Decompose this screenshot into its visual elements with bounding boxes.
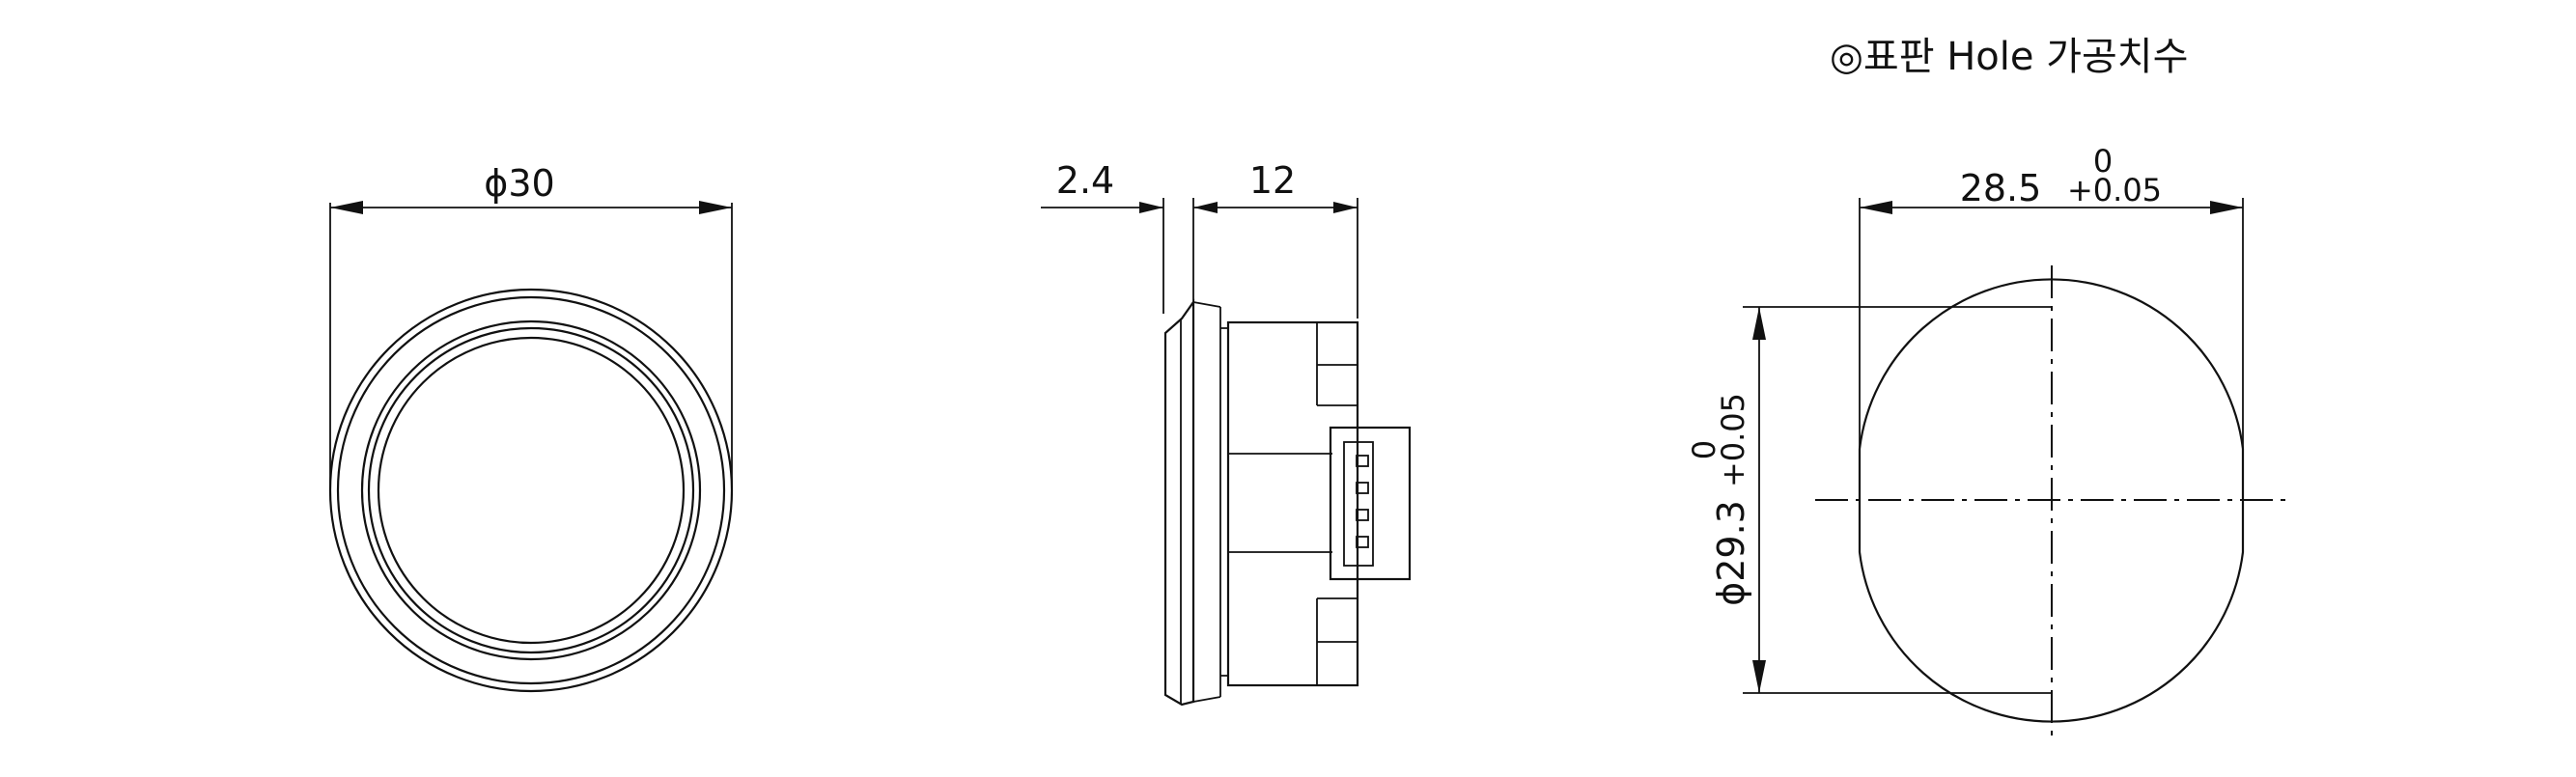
bezel-profile <box>1163 298 1195 707</box>
hole-view: 28.5 0 +0.05 ϕ29.3 0 +0.05 <box>1686 143 2286 743</box>
body-arrow-right <box>1333 202 1358 213</box>
connector-pin-3 <box>1356 509 1369 521</box>
connector-housing <box>1329 426 1412 581</box>
connector-pin-2 <box>1356 482 1369 494</box>
diameter-tolerance-upper: 0 <box>1686 440 1722 459</box>
width-tolerance-lower: +0.05 <box>2067 172 2162 208</box>
flange-arrow-left <box>1139 202 1163 213</box>
bezel-outer-circle <box>328 288 734 693</box>
front-arrow-left <box>330 201 363 214</box>
bezel-outer-inner-circle <box>336 295 726 685</box>
connector-pin-1 <box>1356 455 1369 467</box>
body-length-label: 12 <box>1249 159 1296 202</box>
width-tolerance-upper: 0 <box>2093 143 2113 180</box>
bezel-ring-outer-circle <box>360 319 702 661</box>
connector-inner <box>1343 441 1374 567</box>
width-arrow-right <box>2210 201 2243 214</box>
diameter-label-group: ϕ29.3 0 +0.05 <box>1686 393 1752 606</box>
diameter-value-label: ϕ29.3 <box>1710 500 1752 606</box>
width-arrow-left <box>1860 201 1892 214</box>
hole-cutout-outline <box>1858 278 2245 723</box>
flange-bottom-edge <box>1192 696 1221 703</box>
flange-thickness-label: 2.4 <box>1056 159 1114 202</box>
width-value-label: 28.5 <box>1960 167 2042 209</box>
front-view: ϕ30 <box>328 162 734 693</box>
flange-top-edge <box>1192 301 1221 308</box>
front-diameter-label: ϕ30 <box>484 162 554 205</box>
button-face-circle <box>377 336 686 645</box>
connector-pin-4 <box>1356 536 1369 548</box>
diameter-arrow-top <box>1752 307 1766 340</box>
housing-body <box>1226 320 1359 687</box>
front-arrow-right <box>699 201 732 214</box>
diameter-tolerance-lower: +0.05 <box>1715 393 1751 487</box>
side-view: 2.4 12 <box>1041 159 1412 707</box>
hole-dimension-title: ◎표판 Hole 가공치수 <box>1830 35 2188 79</box>
diameter-arrow-bottom <box>1752 660 1766 693</box>
flange-step <box>1220 327 1229 677</box>
bezel-ring-inner-circle <box>367 326 695 654</box>
